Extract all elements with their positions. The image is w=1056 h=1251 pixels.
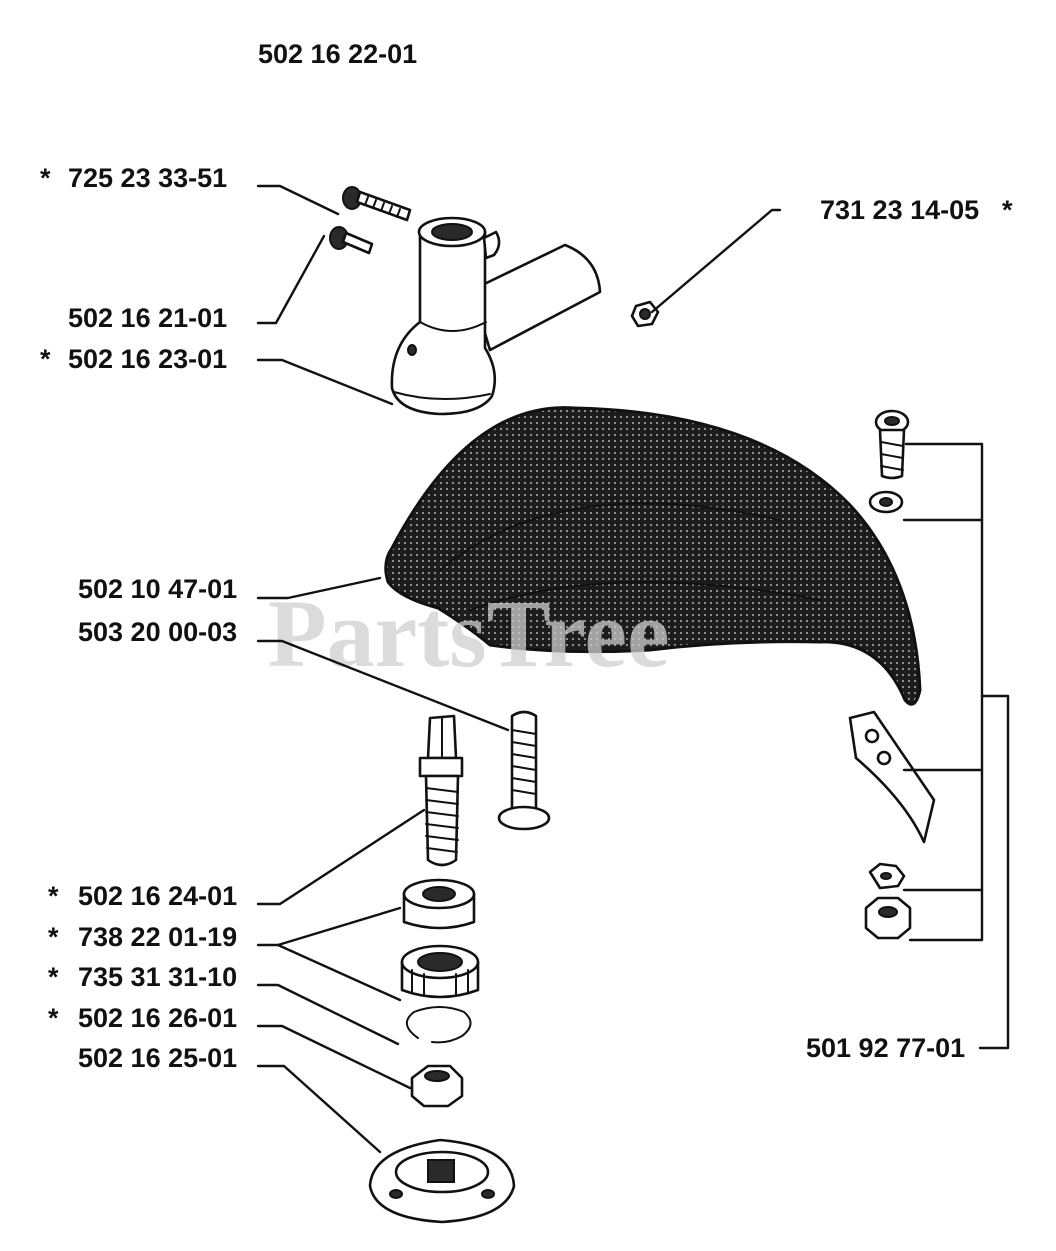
label-circlip: 502 16 26-01 (78, 1003, 237, 1033)
watermark-text: PartsTree (268, 580, 670, 687)
label-lower-bearing: 735 31 31-10 (78, 962, 237, 992)
small-nut-part (630, 300, 660, 328)
asterisk-marker: * (48, 962, 59, 992)
label-knife-kit: 501 92 77-01 (806, 1033, 965, 1063)
long-screw-part (342, 186, 412, 222)
label-short-screw: 502 16 21-01 (68, 303, 227, 333)
asterisk-marker: * (48, 922, 59, 952)
assembly-part-number: 502 16 22-01 (258, 39, 417, 69)
grass-guard-part (384, 406, 922, 706)
upper-bearing-part (402, 878, 476, 930)
lower-bearing-part (400, 944, 480, 999)
label-gear-housing: 502 16 23-01 (68, 344, 227, 374)
label-guard-bolt: 503 20 00-03 (78, 617, 237, 647)
asterisk-marker: * (40, 344, 51, 374)
label-shaft-nut: 502 16 25-01 (78, 1043, 237, 1073)
label-drive-shaft: 502 16 24-01 (78, 881, 237, 911)
shaft-nut-part (410, 1064, 464, 1108)
short-screw-part (329, 226, 374, 255)
circlip-part (406, 1006, 472, 1044)
drive-shaft-part (418, 714, 464, 867)
gear-housing-part (390, 216, 602, 416)
asterisk-marker: * (48, 1003, 59, 1033)
label-upper-bearing: 738 22 01-19 (78, 922, 237, 952)
label-small-nut: 731 23 14-05 (820, 195, 979, 225)
knife-kit-part (848, 409, 936, 940)
label-long-screw: 725 23 33-51 (68, 163, 227, 193)
leader-lines (256, 184, 1010, 1154)
guard-bolt-part (497, 710, 551, 831)
label-grass-guard: 502 10 47-01 (78, 574, 237, 604)
support-cup-part (368, 1138, 516, 1224)
asterisk-marker: * (1002, 195, 1013, 225)
asterisk-marker: * (40, 163, 51, 193)
asterisk-marker: * (48, 881, 59, 911)
